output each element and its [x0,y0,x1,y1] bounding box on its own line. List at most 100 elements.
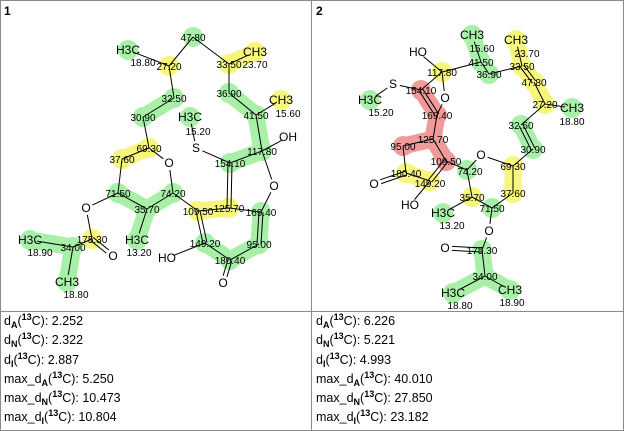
atom-symbol: O [484,224,493,238]
single-bond [117,158,123,194]
stat-open: ( [44,410,49,425]
stat-name: d [316,352,323,367]
chemical-shift-label: 13.20 [439,221,464,232]
stat-open: ( [356,410,361,425]
single-bond [229,243,260,261]
chemical-shift-label: 71.50 [105,189,130,200]
stat-value: 6.226 [363,314,396,328]
single-bond [173,242,206,256]
atom-symbol: H3C [358,93,382,107]
stat-value: 40.010 [394,371,433,386]
chemical-shift-label: 33.50 [509,62,534,73]
stat-name: max_d [4,371,42,386]
stat-nucleus: C): [31,333,52,348]
atom-highlight [506,30,526,50]
atom-symbol: OH [279,130,297,144]
chemical-shift-label: 15.20 [368,108,393,119]
atom-symbol: HO [401,198,419,212]
atom-highlight [118,40,138,60]
single-bond [441,71,445,92]
atom-symbol: O [108,249,117,263]
stat-name: d [316,314,323,328]
stat-sup: 13 [333,312,344,322]
chemical-shift-label: 27.20 [532,100,557,111]
stat-row: dI(13C): 4.993 [316,351,433,370]
single-bond [197,207,230,212]
stat-name: d [4,314,11,328]
stat-row: dI(13C): 2.887 [4,351,121,370]
chemical-shift-label: 169.40 [246,208,277,219]
atom-symbol: CH3 [55,275,79,289]
stat-sub: N [353,397,361,408]
chemical-shift-label: 18.80 [447,301,472,311]
chemical-shift-label: 23.70 [514,49,539,60]
double-bond [226,162,229,208]
single-bond [484,275,505,288]
chemical-shift-label: 175.30 [467,246,498,257]
stat-open: ( [13,352,18,367]
chemical-shift-label: 169.40 [422,111,453,122]
stat-name: d [4,333,11,348]
stat-nucleus: C): [370,410,391,425]
stat-sub: A [322,320,330,330]
single-bond [520,103,546,126]
stat-open: ( [360,391,365,406]
single-bond [432,138,447,162]
stat-value: 27.850 [394,391,433,406]
chemical-shift-label: 180.40 [215,256,246,267]
stat-name: max_d [4,391,42,406]
chemical-shift-label: 74.20 [457,167,482,178]
atom-symbol: HO [158,251,176,265]
chemical-shift-label: 18.90 [499,298,524,309]
atom-symbol: H3C [178,110,202,124]
single-bond [458,275,486,291]
stat-value: 10.804 [78,410,117,425]
stat-sup: 13 [48,408,59,419]
single-bond [142,116,150,149]
chemical-shift-label: 154.10 [215,159,246,170]
chemical-shift-label: 47.80 [180,33,205,44]
chemical-shift-label: 149.20 [190,239,221,250]
double-bond [519,66,533,84]
stat-nucleus: C): [27,352,48,367]
stat-open: ( [325,352,330,367]
double-bond [195,211,204,244]
single-bond [202,150,231,164]
stat-sup: 13 [364,369,375,380]
stat-name: max_d [4,410,42,425]
single-bond [445,160,468,171]
bond-layer [375,41,566,291]
stat-sub: I [353,416,357,427]
single-bond [533,81,546,105]
atom-symbol: CH3 [460,28,484,42]
atom-symbol: S [192,141,200,155]
single-bond [255,103,276,116]
single-bond [117,192,148,210]
stat-open: ( [48,371,53,386]
stat-row: dN(13C): 5.221 [316,331,433,350]
stat-sub: I [322,358,326,369]
chemical-shift-label: 18.80 [559,117,584,128]
single-bond [190,123,196,142]
chemical-shift-label: 125.70 [214,204,245,215]
single-bond [146,192,174,210]
chemical-shift-label: 33.50 [216,60,241,71]
chemical-shift-label: 30.90 [130,113,155,124]
single-bond [192,36,230,65]
single-bond [473,41,482,63]
single-bond [423,56,443,73]
chemical-shift-label: 13.20 [126,248,151,259]
atom-highlight [433,203,453,223]
atom-symbol: O [269,179,278,193]
double-bond [452,245,483,249]
stat-sup: 13 [21,312,32,322]
stat-sub: N [322,339,330,350]
double-bond [230,163,233,209]
single-bond [255,114,263,152]
stat-row: max_dN(13C): 27.850 [316,389,433,408]
chemical-shift-label: 69.30 [500,162,525,173]
stat-row: dA(13C): 2.252 [4,312,121,331]
stat-name: max_d [316,410,354,425]
stat-name: max_d [316,371,354,386]
